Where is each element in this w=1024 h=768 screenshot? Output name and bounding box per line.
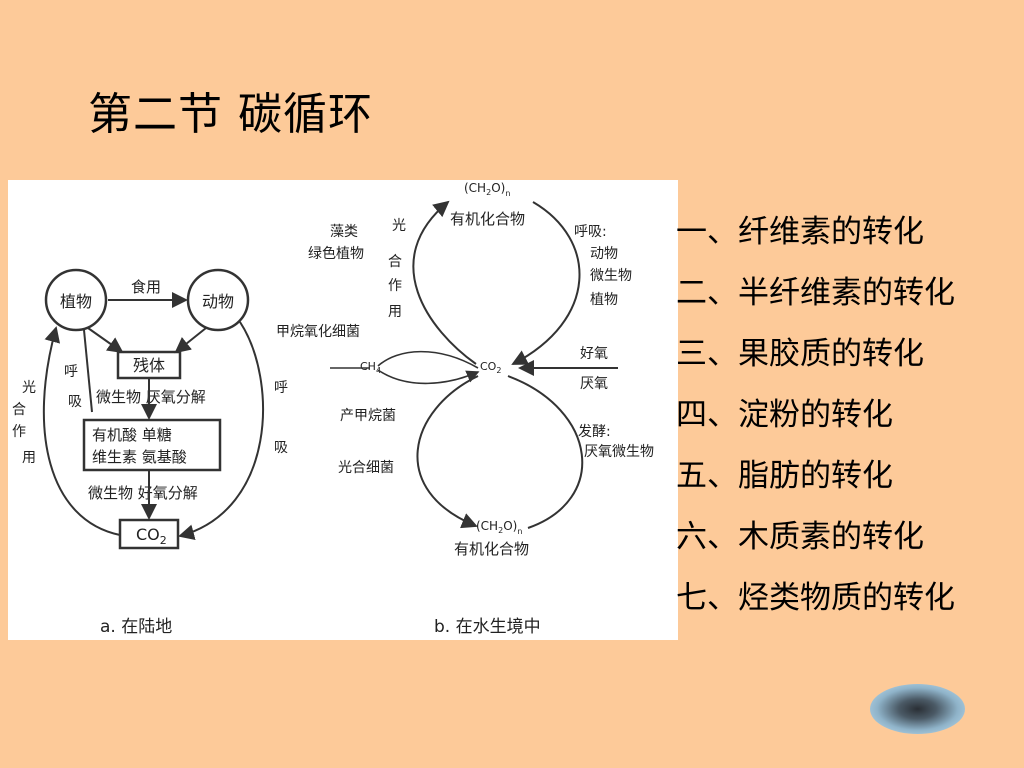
photosynthesis-4: 用 xyxy=(22,450,36,466)
animal-label: 动物 xyxy=(202,292,234,311)
aerobic-label: 好氧 xyxy=(580,346,608,362)
animal-node xyxy=(186,268,250,332)
topic-item: 四、淀粉的转化 xyxy=(676,397,893,433)
micro-anaerobic-label: 微生物 厌氧分解 xyxy=(96,388,206,406)
respiration-left-1: 呼 xyxy=(64,364,78,380)
respiration-right-2: 吸 xyxy=(274,440,288,456)
photosynthesis-3: 作 xyxy=(12,424,26,440)
topic-item: 一、纤维素的转化 xyxy=(676,214,924,250)
panel-b-caption: b. 在水生境中 xyxy=(434,617,541,637)
algae-1: 藻类 xyxy=(330,224,358,240)
panel-a-land: 植物 动物 食用 残体 微生物 厌氧分解 有机酸 单糖 维生素 氨基酸 xyxy=(12,268,288,637)
plant-to-residue-arrow xyxy=(87,327,124,354)
organics-line2: 维生素 氨基酸 xyxy=(92,448,187,466)
photosynthesis-arc xyxy=(42,326,121,536)
plant-node xyxy=(44,268,108,332)
ch4-upper-curve xyxy=(377,350,479,369)
carbon-cycle-diagram: 植物 动物 食用 残体 微生物 厌氧分解 有机酸 单糖 维生素 氨基酸 xyxy=(12,181,654,637)
panel-b-aquatic: (CH2O)n 有机化合物 CO2 CH4 藻类 绿色植物 xyxy=(276,181,654,637)
anaerobic-label: 厌氧 xyxy=(580,376,608,392)
oval-nav-icon[interactable] xyxy=(870,684,965,734)
top-formula: (CH2O)n xyxy=(464,181,510,198)
photo-v-1: 光 xyxy=(392,218,406,234)
carbon-cycle-figure: 植物 动物 食用 残体 微生物 厌氧分解 有机酸 单糖 维生素 氨基酸 xyxy=(8,180,678,640)
topic-item: 七、烃类物质的转化 xyxy=(676,580,955,616)
photosynthesis-2: 合 xyxy=(12,402,26,418)
animal-respiration-arc xyxy=(178,321,265,541)
respiration-b-2: 动物 xyxy=(590,246,618,262)
topic-list: 一、纤维素的转化 二、半纤维素的转化 三、果胶质的转化 四、淀粉的转化 五、脂肪… xyxy=(676,206,955,633)
plant-respiration-line xyxy=(83,329,93,413)
methanotroph-label: 甲烷氧化细菌 xyxy=(276,324,360,340)
bottom-compound-label: 有机化合物 xyxy=(454,540,529,558)
topic-item: 三、果胶质的转化 xyxy=(676,336,924,372)
respiration-b-1: 呼吸: xyxy=(574,224,607,240)
topic-item: 六、木质素的转化 xyxy=(676,519,924,555)
animal-to-residue-arrow xyxy=(174,327,207,354)
organics-line1: 有机酸 单糖 xyxy=(92,426,172,444)
bottom-formula: (CH2O)n xyxy=(476,519,522,536)
photo-v-4: 用 xyxy=(388,304,402,320)
topic-item: 五、脂肪的转化 xyxy=(676,458,893,494)
methanogen-label: 产甲烷菌 xyxy=(340,408,396,424)
eat-label: 食用 xyxy=(131,278,161,296)
algae-2: 绿色植物 xyxy=(308,245,364,262)
photo-v-3: 作 xyxy=(388,278,402,294)
top-compound-label: 有机化合物 xyxy=(450,210,525,228)
fermentation-2: 厌氧微生物 xyxy=(584,444,654,460)
co2-label: CO2 xyxy=(136,525,167,547)
center-co2: CO2 xyxy=(480,360,501,375)
photosynthesis-1: 光 xyxy=(22,380,36,396)
organics-node xyxy=(82,418,222,472)
respiration-b-3: 微生物 xyxy=(590,268,632,284)
ch4-lower-curve xyxy=(377,369,480,385)
photo-v-2: 合 xyxy=(388,254,402,270)
plant-label: 植物 xyxy=(60,292,92,311)
respiration-right-1: 呼 xyxy=(274,380,288,396)
lower-right-arc xyxy=(507,375,584,529)
residue-label: 残体 xyxy=(133,356,165,375)
upper-left-arc xyxy=(412,200,477,365)
page-title: 第二节 碳循环 xyxy=(88,89,373,140)
topic-item: 二、半纤维素的转化 xyxy=(676,275,955,311)
micro-aerobic-label: 微生物 好氧分解 xyxy=(88,484,198,502)
respiration-b-4: 植物 xyxy=(590,292,618,308)
photosynthetic-bacteria-label: 光合细菌 xyxy=(338,460,394,476)
lower-left-arc xyxy=(416,375,479,529)
upper-right-arc xyxy=(511,201,581,365)
panel-a-caption: a. 在陆地 xyxy=(100,617,172,637)
respiration-left-2: 吸 xyxy=(68,394,82,410)
fermentation-1: 发酵: xyxy=(578,424,611,440)
